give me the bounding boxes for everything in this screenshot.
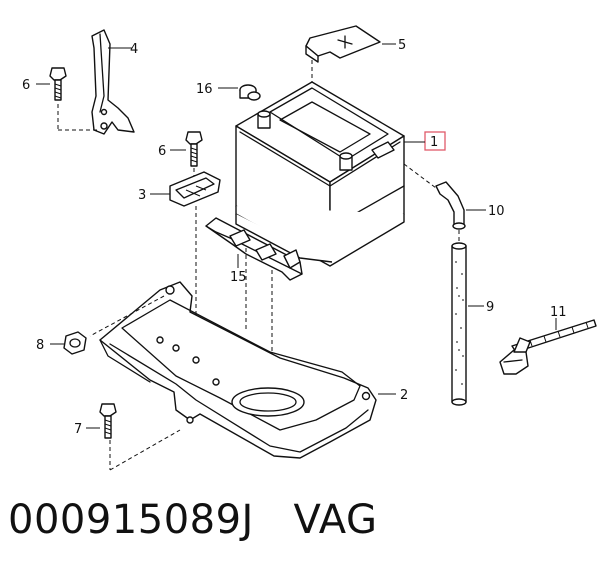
battery-part-1 [235,81,446,267]
cable-tie-part-11 [499,318,597,375]
callout-2: 2 [400,388,408,403]
callout-1: 1 [430,135,438,150]
callout-6-left: 6 [22,78,30,93]
vent-elbow-part-10 [403,163,486,230]
battery-assembly-diagram: 4 6 5 16 1 6 3 10 15 9 11 8 2 7 [22,25,597,471]
callout-6-middle: 6 [158,144,166,159]
callout-8: 8 [36,338,44,353]
callout-16: 16 [196,82,213,97]
bolt-part-6-left [36,67,100,131]
vent-plug-part-16 [218,84,261,101]
callout-7: 7 [74,422,82,437]
part-number: 000915089J [8,497,254,543]
battery-tray-part-2 [89,281,396,459]
bolt-part-7 [86,403,181,471]
callout-labels: 4 6 5 16 1 6 3 10 15 9 11 8 2 7 [22,38,567,437]
part-number-caption: 000915089J VAG [8,500,377,540]
brand-name: VAG [293,497,378,543]
callout-3: 3 [138,188,146,203]
callout-4: 4 [130,42,138,57]
caption-spacer [254,497,294,543]
callout-15: 15 [230,270,247,285]
vent-hose-part-9 [451,230,484,406]
callout-5: 5 [398,38,406,53]
holder-part-15 [205,217,303,400]
support-bracket-part-4 [91,29,135,135]
callout-9: 9 [486,300,494,315]
callout-11: 11 [550,305,567,320]
callout-1-highlight [424,131,446,151]
nut-part-8 [50,331,87,355]
clamp-part-3 [150,171,221,360]
bolt-part-6-middle [170,131,203,180]
callout-10: 10 [488,204,505,219]
